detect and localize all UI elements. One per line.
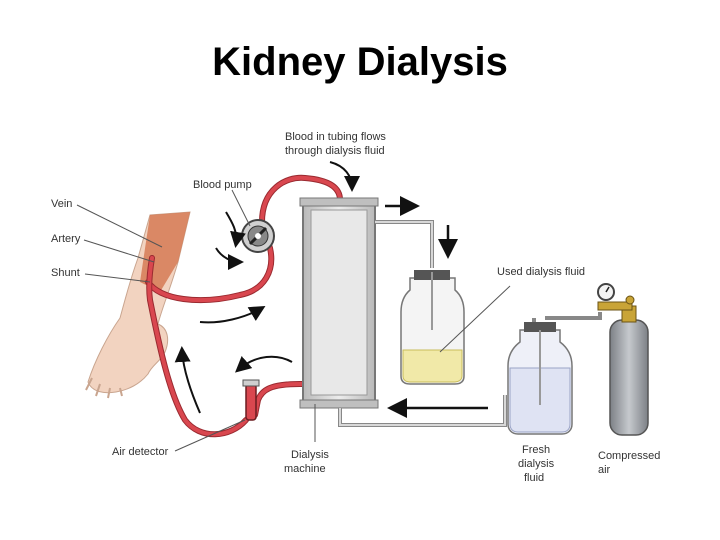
label-blood-tubing-line-2: through dialysis fluid [285, 145, 385, 157]
blood-pump [241, 219, 275, 253]
compressed-air-cylinder [597, 283, 649, 436]
label-fresh-fluid-line-3: fluid [524, 472, 544, 484]
dialysis-machine [299, 197, 379, 409]
label-shunt: Shunt [51, 267, 80, 279]
air-detector [242, 379, 260, 421]
label-dialysis-machine-line-1: Dialysis [291, 449, 329, 461]
arm [85, 211, 191, 399]
label-dialysis-machine-line-2: machine [284, 463, 326, 475]
label-artery: Artery [51, 233, 81, 245]
label-blood-tubing-line-1: Blood in tubing flows [285, 131, 386, 143]
label-vein: Vein [51, 198, 72, 210]
used-fluid-bottle [400, 270, 465, 385]
page-title: Kidney Dialysis [212, 40, 508, 84]
label-blood-pump: Blood pump [193, 179, 252, 191]
label-fresh-fluid-line-1: Fresh [522, 444, 550, 456]
label-compressed-air-line-1: Compressed [598, 450, 660, 462]
label-compressed-air-line-2: air [598, 464, 611, 476]
leader-lines [76, 189, 511, 452]
fresh-fluid-bottle [507, 322, 573, 435]
label-used-fluid: Used dialysis fluid [497, 266, 585, 278]
label-air-detector: Air detector [112, 446, 169, 458]
label-fresh-fluid-line-2: dialysis [518, 458, 555, 470]
flow-arrows [174, 161, 488, 418]
